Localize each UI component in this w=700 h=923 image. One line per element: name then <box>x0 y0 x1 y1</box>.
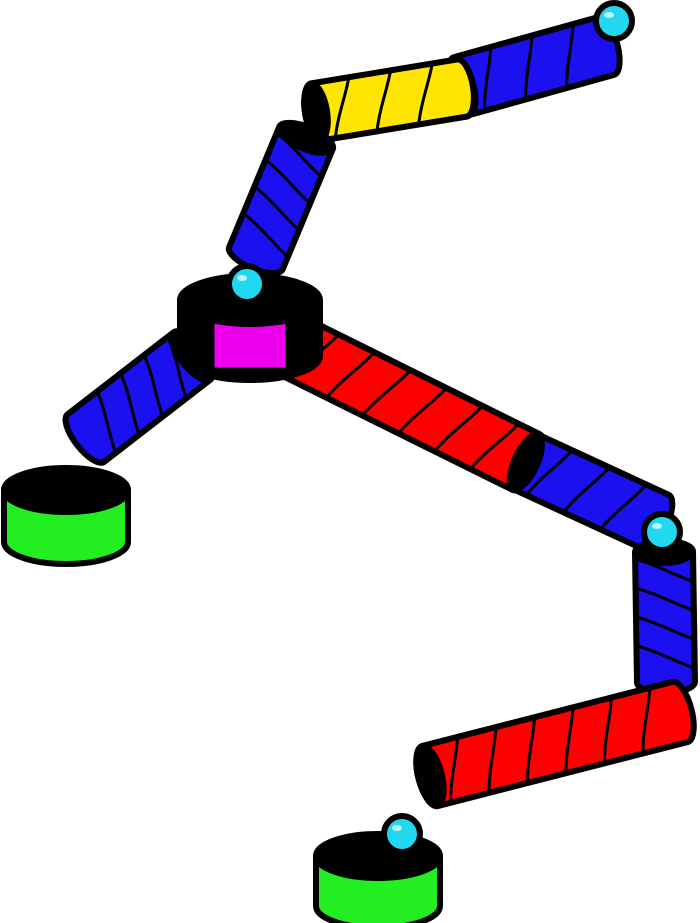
ball-highlight <box>237 275 247 281</box>
base-left <box>1 465 131 567</box>
tube-open-end <box>413 743 447 809</box>
tube-blue-right-vertical <box>632 537 698 697</box>
bases-layer <box>1 465 443 923</box>
tube-red-lower <box>413 678 697 810</box>
tubes-layer <box>62 13 698 810</box>
tube-stripe <box>143 355 164 417</box>
tube-stripe <box>375 70 392 131</box>
ball-highlight <box>652 523 662 529</box>
base-top <box>1 465 131 515</box>
hub-window <box>209 317 291 373</box>
tube-stripe <box>254 186 299 231</box>
tube-stripe <box>487 727 498 793</box>
tube-stripe <box>636 587 694 612</box>
tube-stripe <box>641 688 652 753</box>
tube-stripe <box>636 616 694 641</box>
ball-highlight <box>392 825 402 831</box>
tube-stripe <box>483 47 493 111</box>
tube-stripe <box>417 64 434 124</box>
ball-top-right <box>593 0 635 42</box>
tube-stripe <box>326 352 375 398</box>
hub-socket-right <box>286 314 310 354</box>
ball-hub <box>226 263 268 305</box>
tube-stripe <box>602 698 613 763</box>
tube-yellow-top <box>301 56 477 144</box>
tube-open-end <box>276 120 336 156</box>
hub-socket-left <box>190 314 214 354</box>
tube-stripe <box>470 423 519 469</box>
tube-blue-upper-left <box>225 119 337 277</box>
tube-stripe <box>526 717 536 783</box>
tube-stripe <box>243 212 288 257</box>
tube-stripe <box>636 644 695 670</box>
tube-open-end <box>507 432 545 492</box>
tube-stripe <box>600 484 647 530</box>
tube-stripe <box>362 370 411 416</box>
tube-stripe <box>565 24 575 88</box>
base-bottom <box>313 831 443 923</box>
tube-stripe <box>434 405 483 452</box>
tube-stripe <box>265 159 311 204</box>
tube-stripe <box>334 77 350 138</box>
tube-stripe <box>524 36 534 99</box>
tube-stripe <box>563 467 610 513</box>
ball-highlight <box>604 12 614 18</box>
tube-stripe <box>398 388 447 434</box>
tube-stripe <box>449 737 460 803</box>
tube-stripe <box>120 373 140 435</box>
ball-bottom-base <box>381 813 423 855</box>
tube-stripe <box>564 707 575 773</box>
tube-body <box>413 678 697 810</box>
tube-stripe <box>96 391 117 453</box>
balls-layer <box>226 0 683 855</box>
ball-right-joint <box>641 511 683 553</box>
tube-stripe <box>525 450 573 496</box>
